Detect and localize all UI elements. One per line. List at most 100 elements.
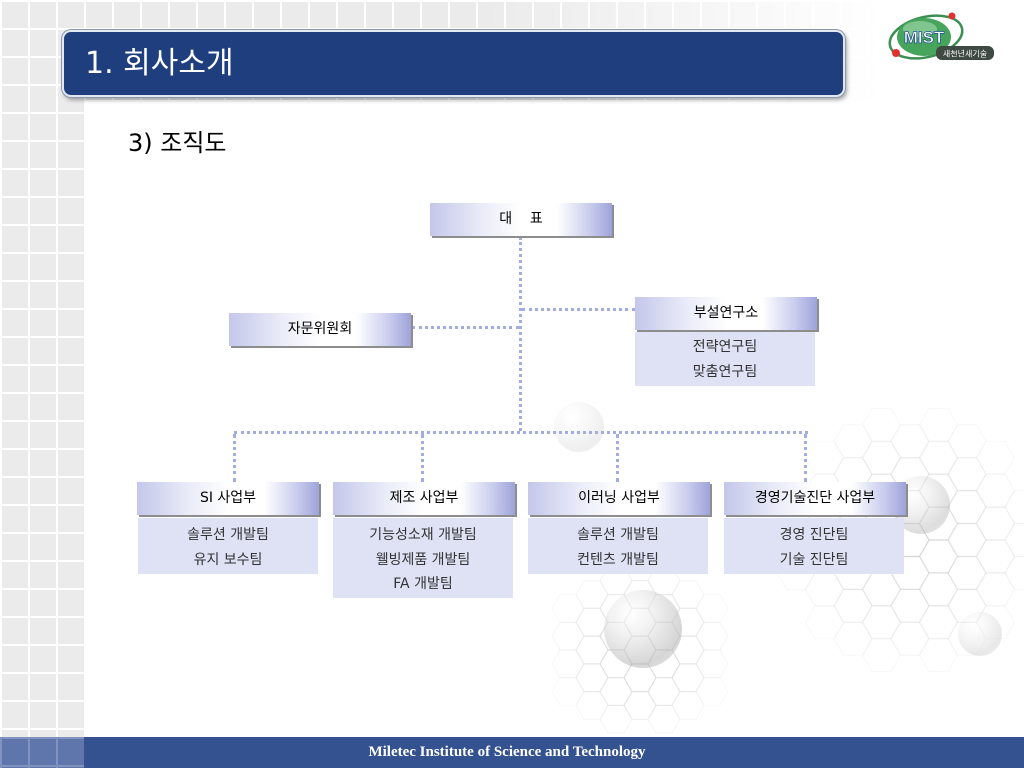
logo-tagline-badge	[936, 46, 994, 60]
molecule-hexagon	[918, 407, 959, 442]
molecule-hexagon	[975, 605, 1016, 640]
head-label: 대 표	[499, 211, 543, 227]
section-subtitle: 3) 조직도	[128, 129, 227, 157]
logo-mark: MIST	[904, 28, 945, 47]
footer-bar: Miletec Institute of Science and Technol…	[0, 737, 1024, 768]
division-box-si: SI 사업부	[137, 482, 319, 515]
division-box-consulting: 경영기술진단 사업부	[724, 482, 906, 515]
connector-drop-manufacturing	[421, 434, 424, 482]
team-item: 웰빙제품 개발팀	[375, 551, 471, 568]
molecule-hexagon	[575, 690, 609, 720]
molecule-hexagon	[695, 649, 729, 679]
lab-label: 부설연구소	[693, 305, 759, 321]
division-teams-si: 솔루션 개발팀 유지 보수팀	[138, 518, 318, 574]
molecule-hexagon	[647, 677, 681, 707]
molecule-hexagon	[1004, 490, 1024, 525]
molecule-hexagon	[575, 635, 609, 665]
title-bar: 1. 회사소개	[62, 30, 845, 97]
connector-to-lab	[522, 308, 635, 311]
division-box-elearning: 이러닝 사업부	[528, 482, 710, 515]
team-item: 기술 진단팀	[779, 551, 849, 568]
advisory-label: 자문위원회	[287, 321, 353, 337]
molecule-hexagon	[575, 607, 609, 637]
molecule-hexagon	[804, 605, 845, 640]
division-teams-manufacturing: 기능성소재 개발팀 웰빙제품 개발팀 FA 개발팀	[333, 518, 513, 598]
advisory-box: 자문위원회	[229, 313, 411, 346]
team-item: FA 개발팀	[393, 576, 453, 592]
molecule-hexagon	[947, 588, 987, 623]
molecule-hexagon	[623, 690, 657, 720]
head-box: 대 표	[430, 203, 612, 236]
page-title: 1. 회사소개	[85, 46, 234, 81]
molecule-hexagon	[918, 473, 959, 508]
molecule-hexagon	[671, 580, 705, 610]
footer-grid	[0, 737, 84, 768]
molecule-hexagon	[975, 572, 1016, 607]
molecule-hexagon	[890, 588, 930, 623]
team-item: 솔루션 개발팀	[577, 527, 659, 543]
background-grid-left	[0, 0, 84, 737]
molecule-hexagon	[575, 580, 609, 610]
molecule-hexagon	[695, 621, 729, 651]
molecule-hexagon	[918, 572, 959, 607]
lab-teams: 전략연구팀 맞춤연구팀	[635, 332, 815, 386]
molecule-hexagon	[804, 440, 845, 475]
molecule-hexagon	[833, 588, 873, 623]
connector-division-bus	[234, 431, 808, 434]
molecule-hexagon	[918, 638, 959, 673]
decor-sphere	[958, 612, 1002, 656]
molecule-hexagon	[861, 440, 902, 475]
molecule-hexagon	[551, 649, 585, 679]
molecule-hexagon	[695, 677, 729, 707]
molecule-hexagon	[861, 638, 902, 673]
molecule-hexagon	[918, 539, 959, 574]
molecule-hexagon	[947, 555, 987, 591]
division-label: 제조 사업부	[389, 490, 459, 506]
molecule-hexagon	[947, 621, 987, 656]
molecule-hexagon	[647, 704, 681, 734]
molecule-hexagon	[575, 663, 609, 693]
division-teams-consulting: 경영 진단팀 기술 진단팀	[724, 518, 904, 574]
footer-text: Miletec Institute of Science and Technol…	[368, 744, 646, 760]
molecule-hexagon	[804, 572, 845, 607]
molecule-hexagon	[861, 605, 902, 640]
decor-sphere	[554, 402, 604, 452]
logo-red-dot-left	[892, 49, 900, 57]
molecule-hexagon	[890, 621, 930, 656]
division-label: 이러닝 사업부	[578, 490, 660, 506]
molecule-hexagon	[861, 407, 902, 442]
team-item: 솔루션 개발팀	[187, 527, 269, 543]
molecule-hexagon	[599, 704, 633, 734]
molecule-hexagon	[599, 677, 633, 707]
molecule-hexagon	[671, 663, 705, 693]
molecule-hexagon	[918, 440, 959, 475]
logo-tagline: 새천년새기술	[943, 49, 987, 59]
background-molecule-decoration	[551, 402, 1024, 734]
connector-drop-elearning	[616, 434, 619, 482]
team-item: 유지 보수팀	[193, 551, 263, 568]
molecule-hexagon	[947, 522, 987, 558]
molecule-hexagon	[695, 593, 729, 623]
molecule-hexagon	[947, 490, 987, 525]
molecule-hexagon	[551, 593, 585, 623]
team-item: 경영 진단팀	[779, 527, 849, 543]
molecule-hexagon	[918, 605, 959, 640]
logo-globe-highlight	[903, 21, 937, 37]
mist-logo: MIST 새천년새기술	[888, 12, 994, 60]
division-teams-elearning: 솔루션 개발팀 컨텐츠 개발팀	[528, 518, 708, 574]
molecule-mesh	[551, 407, 1024, 734]
molecule-hexagon	[623, 663, 657, 693]
team-item: 컨텐츠 개발팀	[577, 551, 659, 568]
team-item: 전략연구팀	[692, 339, 758, 355]
molecule-hexagon	[551, 621, 585, 651]
logo-red-dot-right	[948, 12, 956, 20]
molecule-hexagon	[918, 506, 959, 541]
molecule-hexagon	[975, 539, 1016, 574]
team-item: 맞춤연구팀	[692, 363, 758, 380]
division-label: 경영기술진단 사업부	[754, 490, 876, 506]
molecule-hexagon	[1004, 522, 1024, 558]
division-box-manufacturing: 제조 사업부	[333, 482, 515, 515]
logo-orbit	[888, 14, 964, 60]
connector-to-advisory	[412, 326, 519, 329]
molecule-hexagon	[975, 506, 1016, 541]
